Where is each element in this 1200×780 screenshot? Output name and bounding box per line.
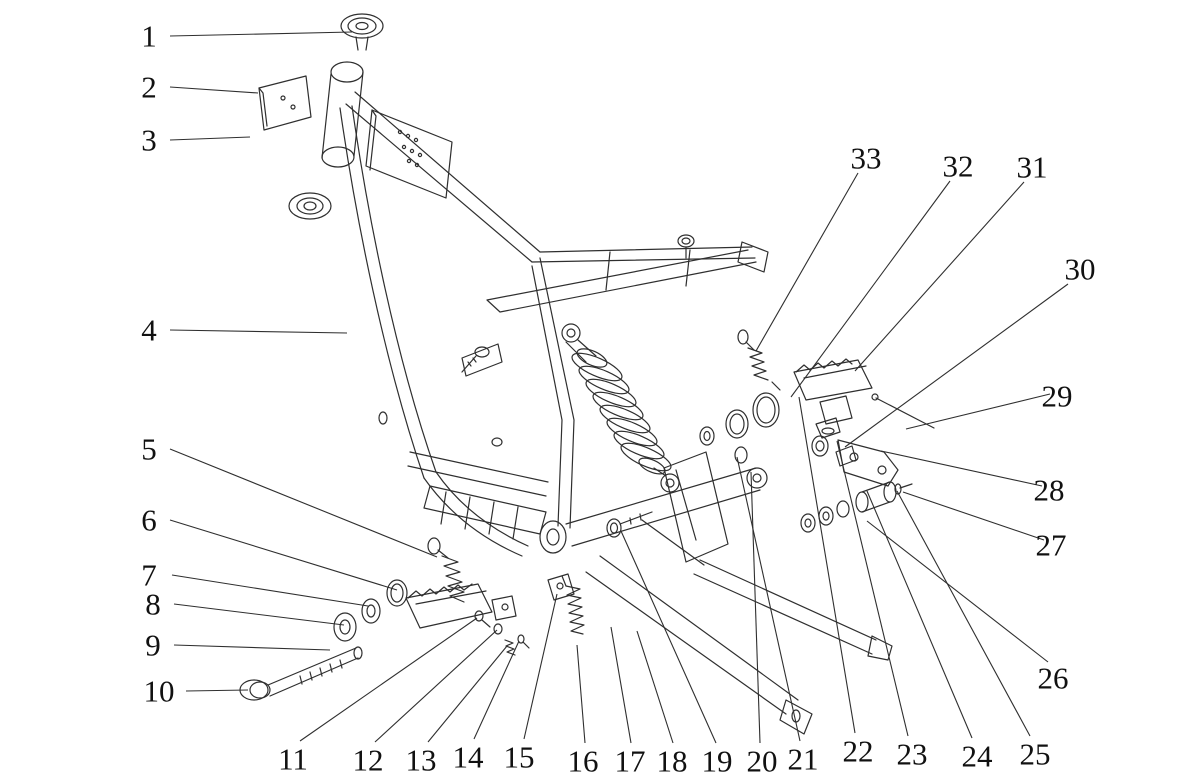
leader-line-30 [844, 283, 1069, 448]
left-spring-bolt [428, 538, 464, 602]
swingarm [540, 452, 892, 734]
shock-lower-hardware [700, 393, 779, 463]
frame-body [340, 92, 768, 556]
callout-11: 11 [278, 741, 308, 777]
leader-line-7 [171, 574, 369, 607]
callout-4: 4 [141, 312, 157, 348]
callout-9: 9 [145, 627, 161, 663]
right-spring-bolt [738, 330, 780, 390]
leader-line-13 [427, 645, 508, 743]
left-washer-stack [334, 580, 407, 641]
lower-head-bearing-icon [289, 193, 331, 219]
leader-line-24 [866, 490, 973, 739]
leader-line-31 [854, 181, 1025, 372]
callout-33: 33 [850, 140, 882, 176]
leader-line-1 [169, 31, 353, 37]
callout-15: 15 [503, 739, 535, 775]
leader-line-25 [896, 490, 1031, 737]
callout-1: 1 [141, 18, 157, 54]
leader-line-2 [169, 86, 259, 94]
callout-3: 3 [141, 122, 157, 158]
leader-line-19 [620, 530, 717, 744]
right-bushing-chain [801, 482, 912, 532]
callout-2: 2 [141, 69, 157, 105]
rear-shock-absorber [562, 324, 679, 492]
callout-27: 27 [1035, 527, 1067, 563]
leader-line-5 [169, 448, 438, 558]
callout-12: 12 [352, 742, 384, 778]
mount-plate [259, 76, 311, 130]
leader-line-6 [169, 519, 398, 591]
callout-30: 30 [1064, 251, 1096, 287]
callout-17: 17 [614, 743, 646, 779]
leader-line-10 [185, 689, 249, 692]
callout-5: 5 [141, 431, 157, 467]
leader-line-9 [173, 644, 331, 651]
callout-19: 19 [701, 743, 733, 779]
callout-24: 24 [961, 738, 993, 774]
callout-29: 29 [1041, 378, 1073, 414]
leader-line-29 [905, 393, 1051, 430]
callout-8: 8 [145, 586, 161, 622]
callout-7: 7 [141, 557, 157, 593]
leader-line-12 [374, 629, 498, 743]
callout-22: 22 [842, 733, 874, 769]
callout-18: 18 [656, 743, 688, 779]
leader-line-8 [173, 603, 345, 626]
leader-line-3 [169, 136, 251, 141]
leader-line-14 [473, 640, 520, 740]
right-footpeg [794, 359, 872, 438]
callout-13: 13 [405, 742, 437, 778]
callout-20: 20 [746, 743, 778, 779]
callout-14: 14 [452, 739, 484, 775]
leader-line-11 [299, 617, 478, 742]
callout-16: 16 [567, 743, 599, 779]
leader-line-28 [880, 450, 1043, 487]
steering-stem-bearing-icon [341, 14, 383, 50]
callout-21: 21 [787, 741, 819, 777]
callout-26: 26 [1037, 660, 1069, 696]
small-hardware-bottom [475, 574, 574, 655]
leader-line-20 [750, 471, 761, 744]
callout-28: 28 [1033, 472, 1065, 508]
callout-6: 6 [141, 502, 157, 538]
leader-line-17 [610, 626, 632, 744]
leader-line-23 [836, 440, 909, 737]
leader-line-32 [790, 180, 951, 398]
leader-line-16 [576, 644, 586, 744]
callout-23: 23 [896, 736, 928, 772]
callout-25: 25 [1019, 736, 1051, 772]
kickstand-spring [562, 576, 584, 634]
callout-31: 31 [1016, 149, 1048, 185]
front-axle-bolt [240, 647, 362, 700]
leader-line-26 [866, 520, 1049, 663]
leader-line-15 [523, 593, 558, 740]
leader-line-22 [798, 396, 856, 734]
leader-line-18 [636, 630, 674, 744]
callout-10: 10 [143, 673, 175, 709]
leader-line-21 [736, 456, 801, 742]
leader-line-27 [902, 491, 1045, 541]
leader-line-33 [755, 172, 859, 352]
callout-32: 32 [942, 148, 974, 184]
swingarm-pivot-bolt [607, 512, 652, 537]
leader-line-4 [169, 329, 348, 334]
